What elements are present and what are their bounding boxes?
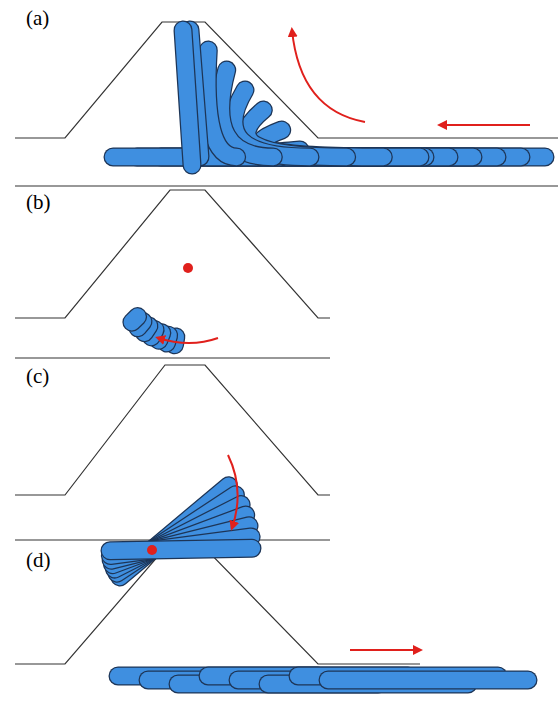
panel-label: (d) (26, 550, 51, 571)
robot-body (183, 30, 192, 165)
robot-outline (110, 548, 252, 550)
robot-body (328, 672, 528, 689)
robot-outline (207, 50, 236, 157)
obstacle-outlines (15, 22, 558, 664)
obstacle-outline (15, 22, 558, 138)
motion-arrow (292, 30, 365, 122)
motion-arrow (350, 649, 420, 651)
robot-body (110, 548, 252, 550)
robot-poses (110, 30, 545, 684)
robot-outline (132, 317, 138, 323)
motion-arrow (440, 124, 530, 126)
robot-outline (110, 537, 251, 556)
obstacle-outline (15, 365, 330, 495)
panel-label: (c) (26, 366, 49, 387)
obstacle-outline (15, 190, 330, 318)
robot-outline (328, 671, 528, 690)
motion-arrows (158, 30, 530, 650)
pivot-dot (183, 263, 193, 273)
panel-label: (a) (26, 8, 49, 29)
floor-line (15, 357, 330, 358)
panel-label: (b) (26, 192, 51, 213)
robot-outline (183, 30, 192, 165)
pivot-dot (147, 545, 157, 555)
motion-arrow (228, 455, 238, 528)
pivot-dots (147, 263, 193, 555)
robot-body (207, 50, 236, 157)
obstacle-outline (15, 548, 420, 664)
robot-body (132, 317, 138, 323)
motion-arrow (158, 338, 218, 343)
robot-body (110, 537, 251, 556)
floor-line (15, 185, 558, 186)
